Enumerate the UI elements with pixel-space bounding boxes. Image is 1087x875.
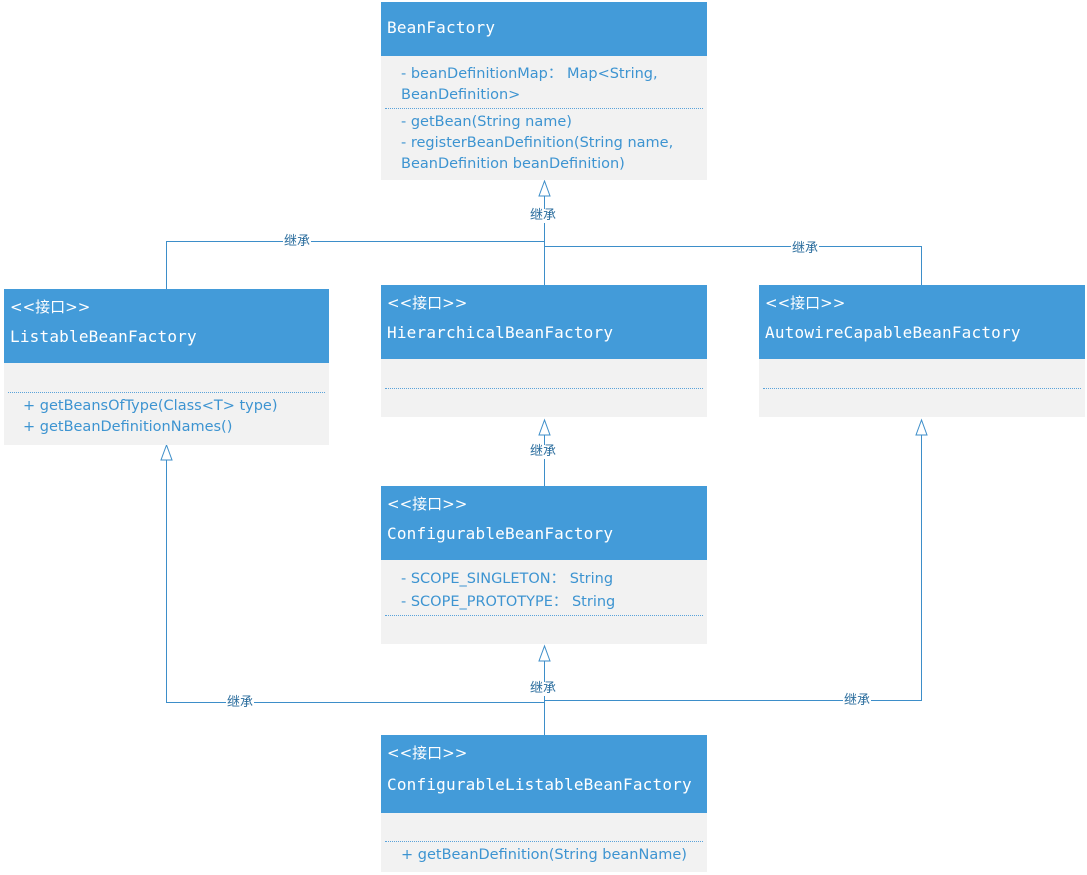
arrowhead-hierarchical bbox=[538, 418, 551, 436]
methods-section: - getBean(String name) - registerBeanDef… bbox=[401, 112, 707, 175]
stereotype-label: <<接口>> bbox=[387, 495, 468, 513]
edge-label: 继承 bbox=[283, 234, 312, 249]
field-row: - SCOPE_SINGLETON： String bbox=[401, 571, 614, 587]
class-name: AutowireCapableBeanFactory bbox=[765, 323, 1021, 342]
edge-listable-to-beanfactory bbox=[166, 241, 545, 289]
class-name: HierarchicalBeanFactory bbox=[387, 323, 614, 342]
edge-label: 继承 bbox=[529, 208, 558, 223]
section-divider bbox=[763, 388, 1081, 389]
class-name: BeanFactory bbox=[387, 18, 496, 37]
edge-cl-to-listable bbox=[166, 460, 545, 703]
class-header: <<接口>> ConfigurableBeanFactory bbox=[381, 486, 707, 560]
edge-cl-to-autowire bbox=[544, 435, 922, 701]
class-configurablelistablebeanfactory[interactable]: <<接口>> ConfigurableListableBeanFactory +… bbox=[381, 735, 707, 872]
arrowhead-autowire bbox=[915, 418, 928, 436]
stereotype-label: <<接口>> bbox=[765, 294, 846, 312]
method-row: + getBeanDefinition(String beanName) bbox=[401, 847, 687, 863]
class-beanfactory[interactable]: BeanFactory - beanDefinitionMap： Map<Str… bbox=[381, 2, 707, 180]
section-divider bbox=[385, 615, 703, 616]
method-row: - registerBeanDefinition(String name, bbox=[401, 135, 674, 151]
edge-label: 继承 bbox=[529, 681, 558, 696]
methods-section: + getBeansOfType(Class<T> type) + getBea… bbox=[23, 396, 329, 438]
arrowhead-listable bbox=[160, 443, 173, 461]
field-row: - beanDefinitionMap： Map<String, bbox=[401, 66, 658, 82]
stereotype-label: <<接口>> bbox=[387, 744, 468, 762]
class-header: <<接口>> ConfigurableListableBeanFactory bbox=[381, 735, 707, 813]
class-header: <<接口>> AutowireCapableBeanFactory bbox=[759, 285, 1085, 359]
section-divider bbox=[385, 388, 703, 389]
class-listablebeanfactory[interactable]: <<接口>> ListableBeanFactory + getBeansOfT… bbox=[4, 289, 329, 445]
methods-section: + getBeanDefinition(String beanName) bbox=[401, 845, 707, 866]
field-row: BeanDefinition> bbox=[401, 87, 521, 103]
class-header: <<接口>> HierarchicalBeanFactory bbox=[381, 285, 707, 359]
method-row: BeanDefinition beanDefinition) bbox=[401, 156, 625, 172]
edge-label: 继承 bbox=[843, 693, 872, 708]
class-configurablebeanfactory[interactable]: <<接口>> ConfigurableBeanFactory - SCOPE_S… bbox=[381, 486, 707, 644]
section-divider bbox=[385, 108, 703, 109]
section-divider bbox=[8, 392, 325, 393]
class-header: BeanFactory bbox=[381, 2, 707, 56]
edge-label: 继承 bbox=[791, 241, 820, 256]
stereotype-label: <<接口>> bbox=[387, 294, 468, 312]
class-name: ConfigurableBeanFactory bbox=[387, 524, 614, 543]
class-name: ConfigurableListableBeanFactory bbox=[387, 775, 692, 794]
fields-section: - SCOPE_SINGLETON： String - SCOPE_PROTOT… bbox=[401, 568, 707, 614]
class-name: ListableBeanFactory bbox=[10, 327, 197, 346]
field-row: - SCOPE_PROTOTYPE： String bbox=[401, 594, 616, 610]
edge-autowire-to-beanfactory bbox=[544, 246, 922, 285]
method-row: + getBeanDefinitionNames() bbox=[23, 419, 233, 435]
class-hierarchicalbeanfactory[interactable]: <<接口>> HierarchicalBeanFactory bbox=[381, 285, 707, 417]
method-row: + getBeansOfType(Class<T> type) bbox=[23, 398, 278, 414]
edge-label: 继承 bbox=[226, 695, 255, 710]
section-divider bbox=[385, 841, 703, 842]
edge-label: 继承 bbox=[529, 444, 558, 459]
method-row: - getBean(String name) bbox=[401, 114, 572, 130]
class-autowirecapablebeanfactory[interactable]: <<接口>> AutowireCapableBeanFactory bbox=[759, 285, 1085, 417]
arrowhead-beanfactory bbox=[538, 179, 551, 197]
arrowhead-configurable bbox=[538, 644, 551, 662]
class-header: <<接口>> ListableBeanFactory bbox=[4, 289, 329, 363]
stereotype-label: <<接口>> bbox=[10, 298, 91, 316]
fields-section: - beanDefinitionMap： Map<String, BeanDef… bbox=[401, 64, 707, 106]
